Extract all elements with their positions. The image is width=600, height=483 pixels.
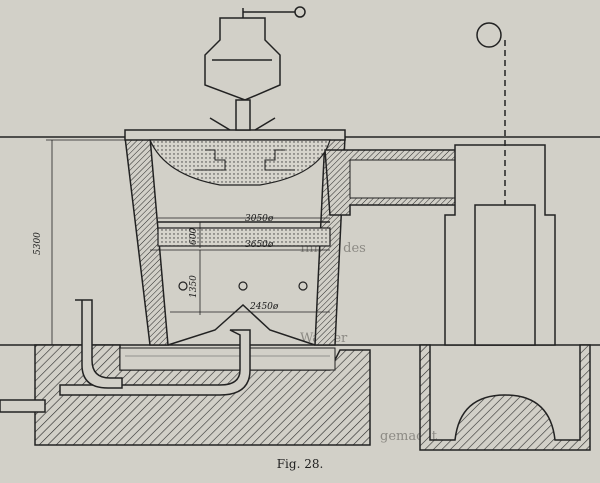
top-cover: [124, 129, 346, 141]
outlet-pipe: [0, 399, 46, 413]
filter-bed: [157, 227, 331, 247]
dim-height-b: 1350: [189, 275, 199, 298]
inlet-pipe: [75, 299, 123, 389]
bottom-cone: [167, 303, 316, 346]
chimney-foundation: [419, 344, 591, 451]
dim-diameter-c: 2450ø: [249, 302, 279, 312]
dim-total-height: 5300: [33, 232, 43, 255]
drain-pipe: [59, 329, 251, 396]
feed-hopper: [204, 6, 306, 131]
distributor-steps: [195, 149, 295, 171]
dim-diameter-b: 3650ø: [245, 240, 274, 250]
figure-caption: Fig. 28.: [276, 457, 324, 471]
dim-diameter-a: 3050ø: [245, 214, 274, 224]
water-basin: [119, 347, 336, 371]
furnace-drawing: Inhalt des gemacht Wasser: [0, 6, 600, 451]
chimney: [444, 22, 556, 346]
dim-height-a: 600: [189, 228, 199, 245]
dome: [149, 139, 331, 186]
dimension-lines: [46, 139, 330, 345]
nozzles: [178, 281, 308, 291]
